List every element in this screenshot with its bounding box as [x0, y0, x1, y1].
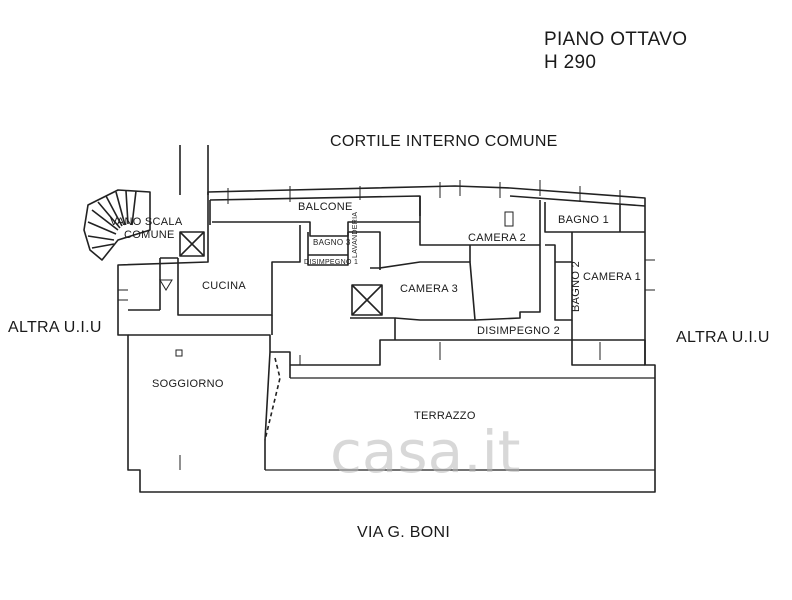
- column-marker: [175, 349, 183, 357]
- floor-title: PIANO OTTAVO: [544, 29, 688, 50]
- room-bath1: BAGNO 1: [558, 214, 610, 226]
- label-left-unit: ALTRA U.I.U: [8, 319, 102, 336]
- bath2-wall: [545, 232, 646, 365]
- label-street: VIA G. BONI: [357, 524, 451, 541]
- stairwell: [83, 189, 151, 261]
- lift-2: [351, 284, 383, 316]
- room-balcony: BALCONE: [298, 201, 353, 213]
- balcony-wall: [212, 221, 420, 237]
- room-bedroom3: CAMERA 3: [400, 283, 459, 295]
- room-bedroom1: CAMERA 1: [583, 271, 642, 283]
- bedroom2-wall: [419, 196, 541, 321]
- room-living: SOGGIORNO: [152, 378, 224, 390]
- column-marker-2: [504, 211, 514, 227]
- room-hall2: DISIMPEGNO 2: [477, 325, 561, 337]
- floor-height: H 290: [544, 52, 597, 73]
- kitchen-wall: [177, 225, 301, 316]
- room-bath3: BAGNO 3: [313, 238, 351, 247]
- label-courtyard: CORTILE INTERNO COMUNE: [330, 133, 558, 150]
- entry-marker: [159, 279, 173, 291]
- room-stairwell: VANO SCALA: [110, 216, 183, 228]
- room-hall1: DISIMPEGNO 1: [304, 259, 359, 266]
- watermark: casa.it: [330, 418, 521, 486]
- room-bath2: BAGNO 2: [570, 260, 582, 312]
- hall2-wall: [395, 320, 645, 366]
- label-right-unit: ALTRA U.I.U: [676, 329, 770, 346]
- room-kitchen: CUCINA: [202, 280, 246, 292]
- room-bedroom2: CAMERA 2: [468, 232, 527, 244]
- lift: [179, 231, 205, 257]
- bedroom3-wall: [370, 261, 476, 321]
- room-terrace: TERRAZZO: [414, 410, 476, 422]
- bath1-wall: [544, 202, 645, 233]
- room-stairwell-2: COMUNE: [124, 229, 175, 241]
- bath3-wall: [307, 231, 381, 270]
- room-laundry: LAVANDERIA: [352, 211, 359, 258]
